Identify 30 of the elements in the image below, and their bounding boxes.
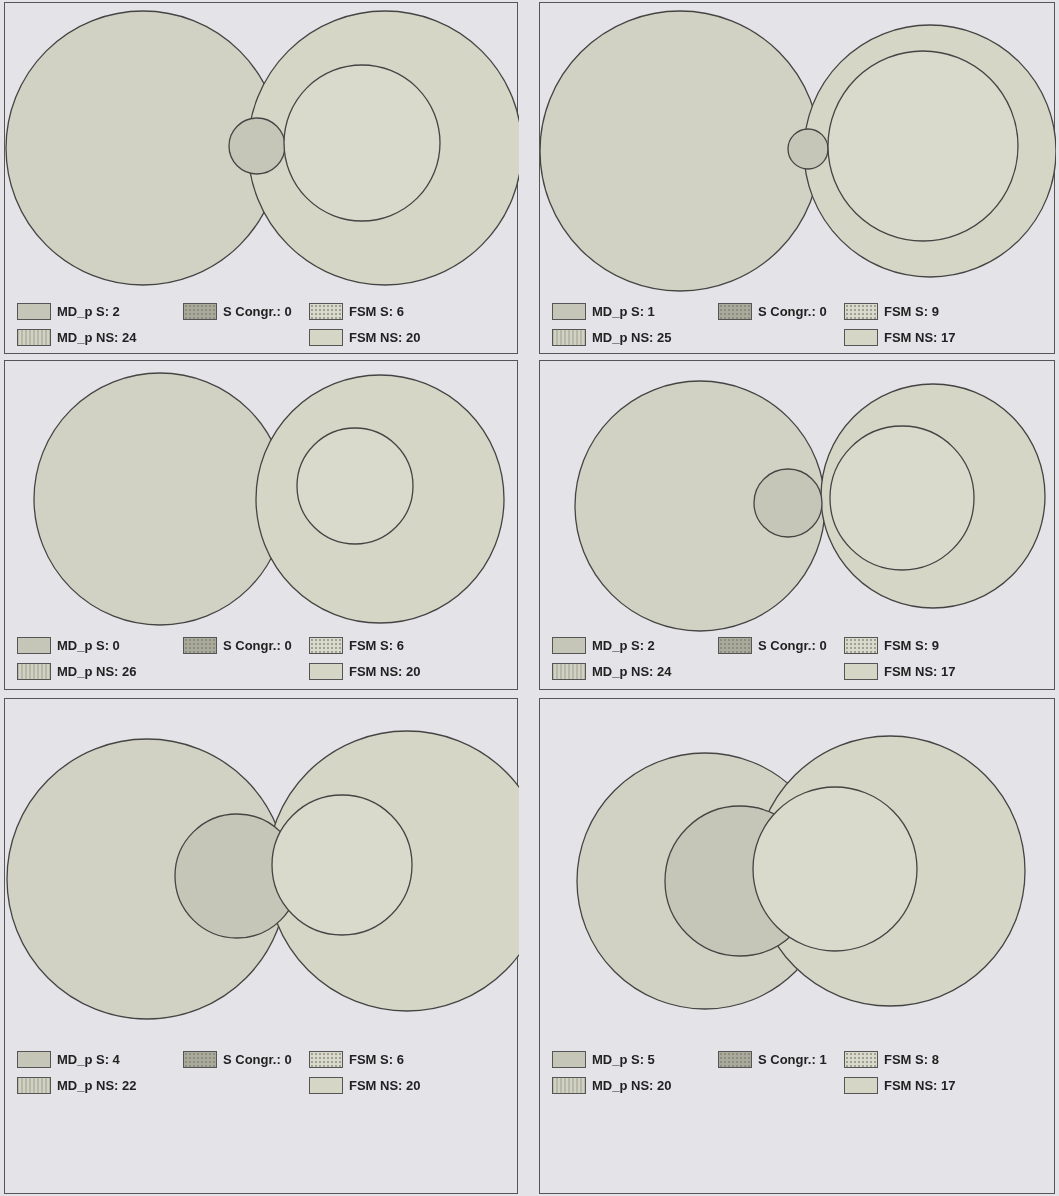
legend-label: FSM S: 6 — [349, 303, 404, 320]
legend-label: FSM NS: 20 — [349, 1077, 421, 1094]
legend-label: FSM S: 9 — [884, 637, 939, 654]
legend-label: FSM S: 8 — [884, 1051, 939, 1068]
legend-label: FSM S: 6 — [349, 1051, 404, 1068]
legend-label: S Congr.: 0 — [758, 303, 827, 320]
legend-label: MD_p S: 0 — [57, 637, 120, 654]
legend-label: MD_p NS: 24 — [592, 663, 672, 680]
legend-label: FSM NS: 17 — [884, 1077, 956, 1094]
legend-label: S Congr.: 0 — [758, 637, 827, 654]
legend-label: MD_p NS: 20 — [592, 1077, 672, 1094]
legend-label: FSM NS: 20 — [349, 329, 421, 346]
legend-label: S Congr.: 0 — [223, 637, 292, 654]
legend-label: FSM NS: 20 — [349, 663, 421, 680]
legend-label: S Congr.: 0 — [223, 1051, 292, 1068]
legend-label: FSM NS: 17 — [884, 663, 956, 680]
legend-label: MD_p S: 5 — [592, 1051, 655, 1068]
legend-label: MD_p S: 2 — [592, 637, 655, 654]
legend-label: MD_p NS: 24 — [57, 329, 137, 346]
legend-label: MD_p S: 4 — [57, 1051, 120, 1068]
legend-label: MD_p S: 1 — [592, 303, 655, 320]
legend-label: MD_p NS: 26 — [57, 663, 137, 680]
legend-label: MD_p NS: 25 — [592, 329, 672, 346]
legend-label: MD_p NS: 22 — [57, 1077, 137, 1094]
legend-label: FSM NS: 17 — [884, 329, 956, 346]
legend-label: FSM S: 6 — [349, 637, 404, 654]
legend-label: FSM S: 9 — [884, 303, 939, 320]
legend-label: S Congr.: 0 — [223, 303, 292, 320]
legend-label: S Congr.: 1 — [758, 1051, 827, 1068]
legend-label: MD_p S: 2 — [57, 303, 120, 320]
